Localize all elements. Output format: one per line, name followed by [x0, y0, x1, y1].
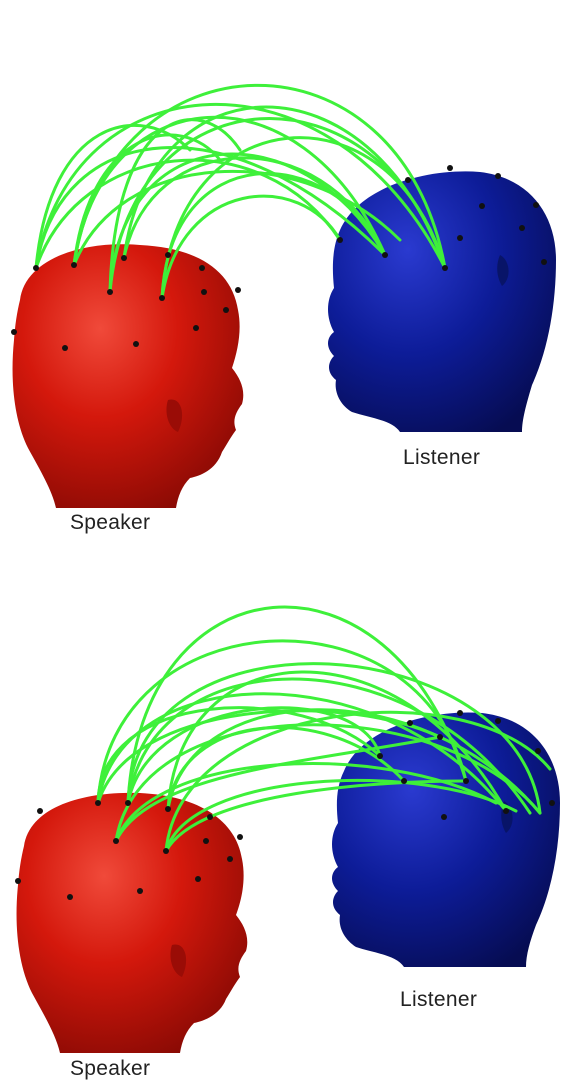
speaker-head: [13, 244, 244, 508]
speaker-label: Speaker: [70, 511, 150, 535]
hyperscanning-panel-bottom: Listener Speaker: [0, 541, 563, 1083]
panel-bottom-figure: [0, 541, 563, 1083]
hyperscanning-panel-top: Listener Speaker: [0, 0, 563, 541]
speaker-label: Speaker: [70, 1057, 150, 1081]
listener-label: Listener: [400, 988, 477, 1012]
speaker-head: [17, 793, 248, 1053]
listener-label: Listener: [403, 446, 480, 470]
